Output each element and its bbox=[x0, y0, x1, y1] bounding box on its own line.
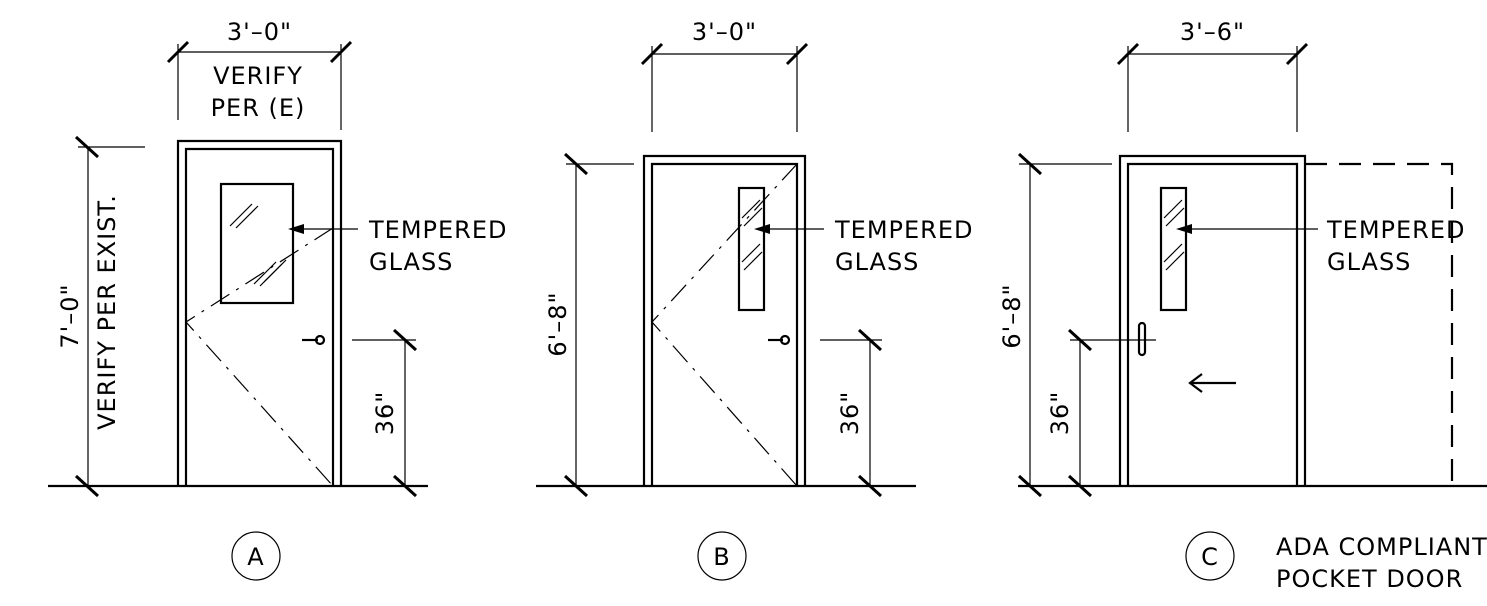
door-c-frame-outer bbox=[1118, 154, 1307, 486]
door-b-swing-lines bbox=[651, 163, 798, 487]
door-a-height-note: VERIFY PER EXIST. bbox=[93, 194, 121, 430]
door-b-glass-line2: GLASS bbox=[835, 248, 919, 276]
door-c-pocket-outline bbox=[1305, 162, 1454, 486]
door-b-elevation: 3'–0" 6'–8" TEMPERED GLASS 36" B bbox=[536, 18, 974, 581]
door-c-tag-label: C bbox=[1201, 543, 1219, 571]
door-b-glass-line1: TEMPERED bbox=[834, 216, 974, 244]
door-b-frame-outer bbox=[642, 154, 807, 486]
door-c-glass-panel bbox=[1159, 186, 1188, 312]
door-a-glass-line1: TEMPERED bbox=[368, 216, 508, 244]
door-a-height-label: 7'–0" bbox=[56, 283, 84, 348]
door-c-tag-circle bbox=[1185, 531, 1235, 581]
door-a-frame-inner bbox=[184, 147, 335, 486]
door-a-elevation: 3'–0" VERIFY PER (E) 7'–0" VERIFY PER EX… bbox=[48, 18, 508, 581]
door-c-flush-pull bbox=[1137, 321, 1147, 357]
door-b-glass-hatch bbox=[741, 199, 763, 271]
door-b-tag-label: B bbox=[713, 543, 730, 571]
door-b-width-label: 3'–0" bbox=[692, 18, 757, 46]
door-c-caption-line2: POCKET DOOR bbox=[1276, 565, 1463, 593]
door-a-glass-panel bbox=[219, 182, 295, 305]
door-b-frame-inner bbox=[650, 162, 799, 486]
door-c-width-label: 3'–6" bbox=[1180, 18, 1245, 46]
door-c-glass-line1: TEMPERED bbox=[1326, 216, 1466, 244]
door-a-verify-line2: PER (E) bbox=[211, 94, 306, 122]
door-b-leader-arrowhead bbox=[754, 224, 770, 234]
door-c-glass-line2: GLASS bbox=[1327, 248, 1411, 276]
door-b-handle-height-label: 36" bbox=[836, 391, 864, 436]
door-a-verify-line1: VERIFY bbox=[213, 62, 303, 90]
door-a-swing-lines bbox=[185, 227, 334, 487]
door-a-width-label: 3'–0" bbox=[227, 18, 292, 46]
door-b-tag-circle bbox=[697, 531, 747, 581]
door-c-leader-arrowhead bbox=[1176, 224, 1192, 234]
door-c-handle-height-label: 36" bbox=[1046, 391, 1074, 436]
door-b-height-label: 6'–8" bbox=[544, 291, 572, 356]
door-a-handle-height-label: 36" bbox=[371, 391, 399, 436]
door-a-leader-arrowhead bbox=[288, 224, 304, 234]
door-b-lever-handle bbox=[768, 334, 791, 346]
door-a-lever-handle bbox=[302, 334, 326, 346]
door-a-frame-outer bbox=[176, 139, 343, 486]
door-a-tag-label: A bbox=[247, 543, 264, 571]
door-c-height-label: 6'–8" bbox=[998, 283, 1026, 348]
door-c-slide-arrow bbox=[1188, 373, 1236, 393]
door-c-caption-line1: ADA COMPLIANT bbox=[1276, 533, 1487, 561]
door-c-elevation: 3'–6" 6'–8" TEMPERED GLASS 36" C ADA COM… bbox=[998, 18, 1487, 593]
door-c-frame-inner bbox=[1126, 162, 1299, 486]
door-b-glass-panel bbox=[737, 186, 766, 312]
door-c-glass-hatch bbox=[1163, 199, 1185, 271]
door-a-glass-line2: GLASS bbox=[369, 248, 453, 276]
door-a-tag-circle bbox=[231, 531, 281, 581]
door-a-glass-hatch bbox=[229, 203, 287, 287]
